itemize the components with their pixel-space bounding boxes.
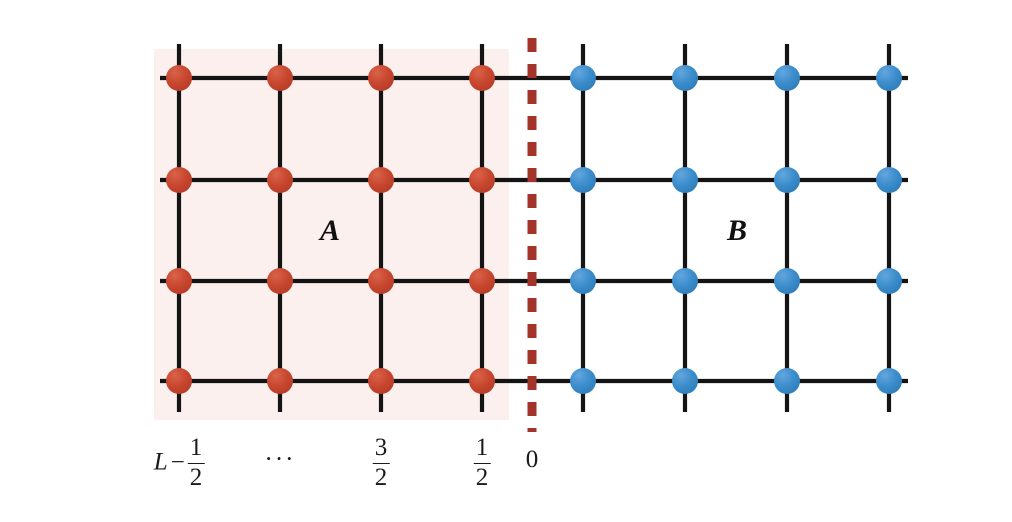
- site-node-b-c4r2: [570, 268, 596, 294]
- site-node-a-c1r2: [267, 268, 293, 294]
- site-node-a-c1r1: [267, 167, 293, 193]
- site-node-b-c4r1: [570, 167, 596, 193]
- site-node-a-c1r0: [267, 65, 293, 91]
- site-node-b-c4r0: [570, 65, 596, 91]
- site-node-b-c5r2: [672, 268, 698, 294]
- site-node-a-c2r2: [368, 268, 394, 294]
- site-node-b-c6r0: [774, 65, 800, 91]
- region-a-shade-rect: [154, 49, 509, 420]
- site-node-a-c0r2: [166, 268, 192, 294]
- lattice-sites: [166, 65, 902, 394]
- site-node-b-c7r2: [876, 268, 902, 294]
- site-node-a-c1r3: [267, 368, 293, 394]
- site-node-a-c0r0: [166, 65, 192, 91]
- site-node-b-c7r1: [876, 167, 902, 193]
- site-node-b-c4r3: [570, 368, 596, 394]
- site-node-b-c6r1: [774, 167, 800, 193]
- site-node-a-c2r1: [368, 167, 394, 193]
- site-node-b-c6r3: [774, 368, 800, 394]
- site-node-a-c0r3: [166, 368, 192, 394]
- site-node-b-c6r2: [774, 268, 800, 294]
- site-node-b-c7r3: [876, 368, 902, 394]
- site-node-b-c7r0: [876, 65, 902, 91]
- site-node-a-c2r0: [368, 65, 394, 91]
- site-node-b-c5r0: [672, 65, 698, 91]
- region-a-shading: [154, 49, 509, 420]
- site-node-b-c5r1: [672, 167, 698, 193]
- site-node-a-c3r1: [469, 167, 495, 193]
- site-node-a-c3r3: [469, 368, 495, 394]
- site-node-b-c5r3: [672, 368, 698, 394]
- site-node-a-c3r0: [469, 65, 495, 91]
- site-node-a-c0r1: [166, 167, 192, 193]
- site-node-a-c2r3: [368, 368, 394, 394]
- site-node-a-c3r2: [469, 268, 495, 294]
